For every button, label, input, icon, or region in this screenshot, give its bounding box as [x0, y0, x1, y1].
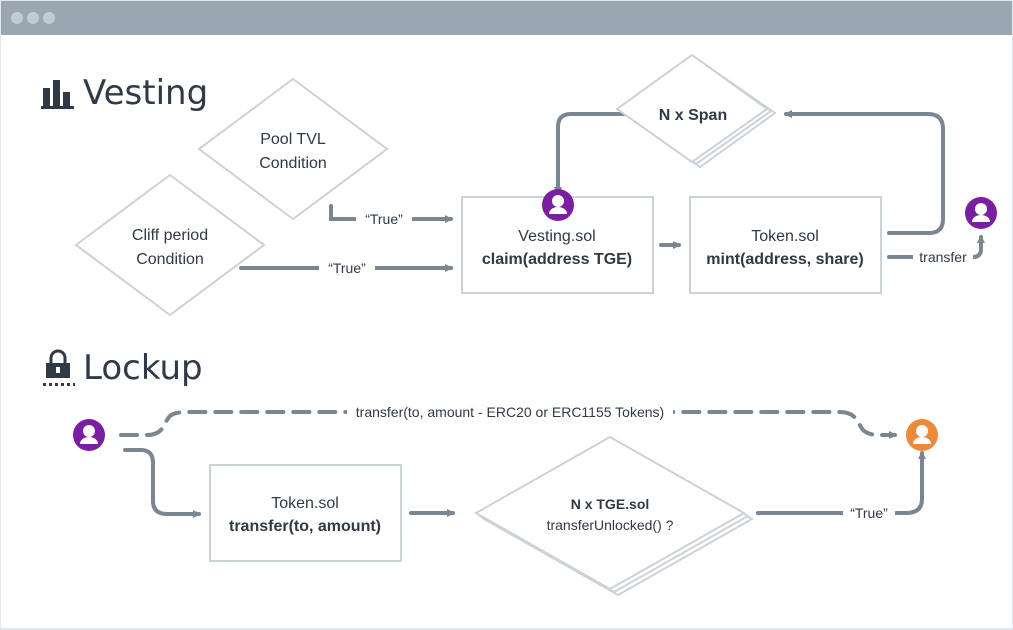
token-sol-file: Token.sol: [751, 228, 819, 245]
cliff-period-condition: Cliff period Condition: [74, 173, 266, 317]
cliff-true-label: “True”: [328, 260, 366, 276]
transfer-label: transfer: [919, 249, 967, 265]
bar-chart-icon: [41, 80, 74, 109]
user-to-token-connector: [123, 448, 201, 518]
cliff-period-line2: Condition: [136, 251, 204, 268]
pool-true-label: “True”: [365, 211, 403, 227]
token-loop-connector: [784, 110, 945, 235]
sender-user-avatar: [73, 419, 105, 451]
cliff-period-line1: Cliff period: [132, 227, 208, 244]
pool-tvl-line1: Pool TVL: [260, 131, 326, 148]
lockup-token-file: Token.sol: [271, 495, 339, 512]
window-close-button[interactable]: [11, 12, 23, 24]
tge-true-connector: [756, 451, 926, 515]
tge-sol-diamond: N x TGE.sol transferUnlocked() ?: [473, 435, 755, 597]
window-titlebar: [1, 1, 1012, 35]
vesting-sol-file: Vesting.sol: [518, 228, 595, 245]
n-span-label: N x Span: [659, 107, 727, 124]
token-sol-transfer-box: Token.sol transfer(to, amount): [209, 464, 402, 562]
pool-tvl-line2: Condition: [259, 155, 327, 172]
tge-sol-file: N x TGE.sol: [571, 496, 650, 512]
recipient-user-avatar: [965, 197, 997, 229]
lockup-title: Lockup: [83, 348, 203, 388]
tge-true-label: “True”: [850, 505, 888, 521]
pool-tvl-condition: Pool TVL Condition: [197, 77, 389, 221]
span-loop-connector: [554, 112, 628, 195]
n-span-diamond: N x Span: [615, 53, 777, 169]
token-sol-mint-box: Token.sol mint(address, share): [689, 196, 882, 294]
lockup-heading: Lockup: [41, 348, 203, 388]
token-sol-call: mint(address, share): [706, 251, 863, 268]
window-maximize-button[interactable]: [43, 12, 55, 24]
tge-sol-call: transferUnlocked() ?: [547, 517, 674, 533]
transfer-connector: [887, 235, 985, 259]
direct-transfer-label: transfer(to, amount - ERC20 or ERC1155 T…: [356, 404, 664, 420]
window-minimize-button[interactable]: [27, 12, 39, 24]
lockup-token-call: transfer(to, amount): [229, 518, 381, 535]
padlock-icon: [43, 349, 75, 386]
vesting-heading: Vesting: [41, 73, 208, 113]
receiver-user-avatar: [906, 419, 938, 451]
vesting-user-avatar: [542, 189, 574, 221]
vesting-sol-call: claim(address TGE): [482, 251, 632, 268]
vesting-title: Vesting: [83, 73, 209, 113]
